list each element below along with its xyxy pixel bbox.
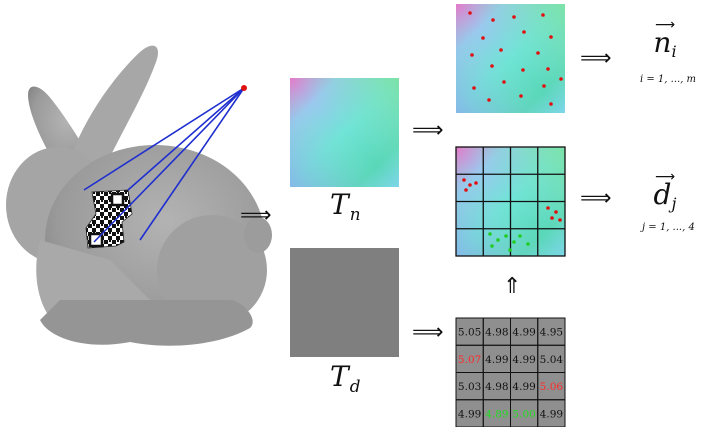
normal-map-tn: [290, 78, 399, 187]
sample-point: [512, 15, 516, 19]
sample-point: [541, 13, 545, 17]
grid-point-green: [508, 248, 512, 252]
depth-value: 4.99: [512, 381, 535, 393]
depth-value: 4.99: [485, 354, 508, 366]
qr-code-patch: [85, 189, 133, 249]
vector-arrow-icon: ⟶: [654, 169, 676, 185]
depth-value-table: 5.05 4.98 4.99 4.95 5.07 4.99 4.99 5.04 5.03 4.98…: [455, 317, 566, 427]
sample-point: [470, 53, 474, 57]
grid-point-red: [558, 218, 562, 222]
arrow-table-to-grid: ⇑: [503, 274, 522, 299]
depth-table-cell: [537, 399, 566, 427]
depth-value: 5.00: [512, 408, 535, 420]
sample-point: [549, 102, 553, 106]
range-ni: i = 1, ..., m: [640, 74, 697, 85]
grid-point-red: [554, 210, 558, 214]
grid-point-green: [488, 232, 492, 236]
depth-value: 5.04: [540, 354, 564, 366]
sample-point: [536, 51, 540, 55]
vector-dj: ⟶ dj: [640, 169, 690, 217]
vector-arrow-icon: ⟶: [654, 17, 676, 33]
depth-value: 4.99: [540, 408, 563, 420]
sample-point: [521, 68, 525, 72]
sample-point: [487, 98, 491, 102]
sample-point: [519, 94, 523, 98]
grid-point-red: [474, 181, 478, 185]
camera-point: [241, 85, 247, 91]
sample-point: [491, 18, 495, 22]
grid-point-green: [490, 244, 494, 248]
arrow-td-to-table: ⟹: [412, 320, 444, 345]
grid-cluster-points: [462, 178, 562, 252]
arrow-bunny-to-maps: ⟹: [240, 203, 272, 228]
grid-point-green: [504, 234, 508, 238]
depth-value: 4.95: [540, 327, 563, 339]
grid-point-red: [546, 206, 550, 210]
arrow-samples-to-ni: ⟹: [580, 46, 612, 71]
grid-point-red: [464, 188, 468, 192]
grid-point-green: [496, 238, 500, 242]
sample-point: [542, 84, 546, 88]
depth-value: 5.07: [458, 354, 481, 366]
sample-point: [549, 35, 553, 39]
depth-value: 5.06: [540, 381, 564, 393]
sample-point: [490, 64, 494, 68]
arrow-tn-to-samples: ⟹: [412, 118, 444, 143]
depth-map-td: [290, 248, 399, 357]
depth-value: 4.99: [458, 408, 481, 420]
range-dj: j = 1, ..., 4: [642, 222, 695, 233]
depth-value: 5.05: [458, 327, 481, 339]
sample-points: [468, 11, 563, 106]
grid-point-red: [462, 178, 466, 182]
depth-value: 4.98: [485, 381, 508, 393]
sample-point: [546, 67, 550, 71]
sample-point: [559, 77, 563, 81]
sampled-normal-map: [456, 4, 565, 113]
sample-point: [502, 80, 506, 84]
grid-lines: [455, 146, 566, 257]
depth-value: 5.03: [458, 381, 481, 393]
grid-point-red: [468, 183, 472, 187]
label-tn: Tn: [330, 188, 361, 224]
depth-value: 4.98: [485, 327, 508, 339]
arrow-grid-to-dj: ⟹: [580, 186, 612, 211]
sample-point: [481, 36, 485, 40]
label-td: Td: [330, 360, 361, 396]
sample-point: [472, 86, 476, 90]
depth-value: 4.99: [512, 354, 535, 366]
depth-value: 4.89: [485, 408, 508, 420]
sample-point: [522, 30, 526, 34]
grid-point-red: [550, 216, 554, 220]
grid-point-green: [518, 234, 522, 238]
camera-rays: [83, 87, 245, 243]
sample-point: [468, 11, 472, 15]
depth-value: 4.99: [512, 327, 535, 339]
grid-point-green: [526, 242, 530, 246]
vector-ni: ⟶ ni: [640, 17, 690, 65]
sample-point: [499, 48, 503, 52]
grid-point-green: [512, 240, 516, 244]
